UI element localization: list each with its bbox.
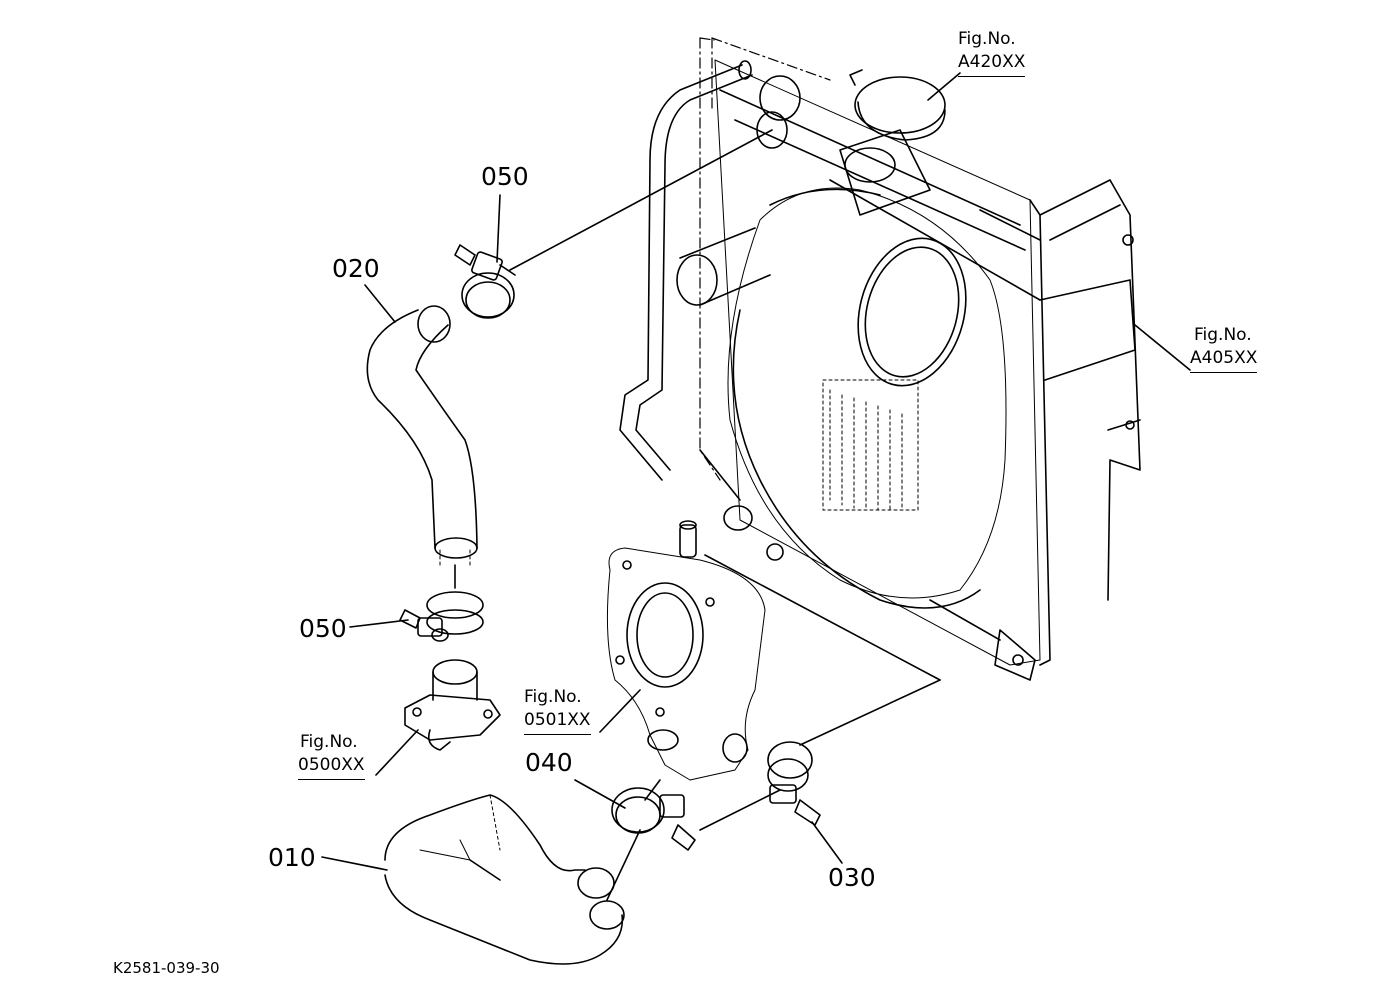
figure-ref-label: Fig.No. xyxy=(300,732,358,752)
clamp-050-mid xyxy=(399,591,484,642)
assembly-lines xyxy=(454,129,941,901)
figure-ref-a405[interactable]: Fig.No. A405XX xyxy=(1190,324,1258,373)
part-label-010: 010 xyxy=(268,843,316,872)
clamp-040 xyxy=(611,787,696,851)
figure-ref-code: A405XX xyxy=(1190,347,1258,373)
hose-020 xyxy=(366,305,478,566)
part-label-050-top: 050 xyxy=(481,162,529,191)
part-label-040: 040 xyxy=(525,748,573,777)
clamp-050-top xyxy=(454,244,516,319)
figure-ref-code: 0500XX xyxy=(298,754,365,780)
figure-ref-label: Fig.No. xyxy=(958,29,1016,49)
part-label-030: 030 xyxy=(828,863,876,892)
water-pump-housing xyxy=(606,520,766,781)
figure-ref-0500[interactable]: Fig.No. 0500XX xyxy=(298,731,365,780)
figure-ref-code: A420XX xyxy=(958,51,1026,77)
part-label-050-mid: 050 xyxy=(299,614,347,643)
clamp-030 xyxy=(767,741,821,826)
figure-ref-code: 0501XX xyxy=(524,709,591,735)
figure-ref-a420[interactable]: Fig.No. A420XX xyxy=(958,28,1026,77)
figure-ref-label: Fig.No. xyxy=(524,687,582,707)
leader-lines xyxy=(321,72,1191,871)
figure-ref-0501[interactable]: Fig.No. 0501XX xyxy=(524,686,591,735)
part-label-020: 020 xyxy=(332,254,380,283)
radiator-assembly xyxy=(619,37,1141,681)
drawing-code: K2581-039-30 xyxy=(113,959,220,977)
hose-010 xyxy=(384,794,625,965)
thermostat-cover xyxy=(404,659,501,751)
figure-ref-label: Fig.No. xyxy=(1194,325,1252,345)
